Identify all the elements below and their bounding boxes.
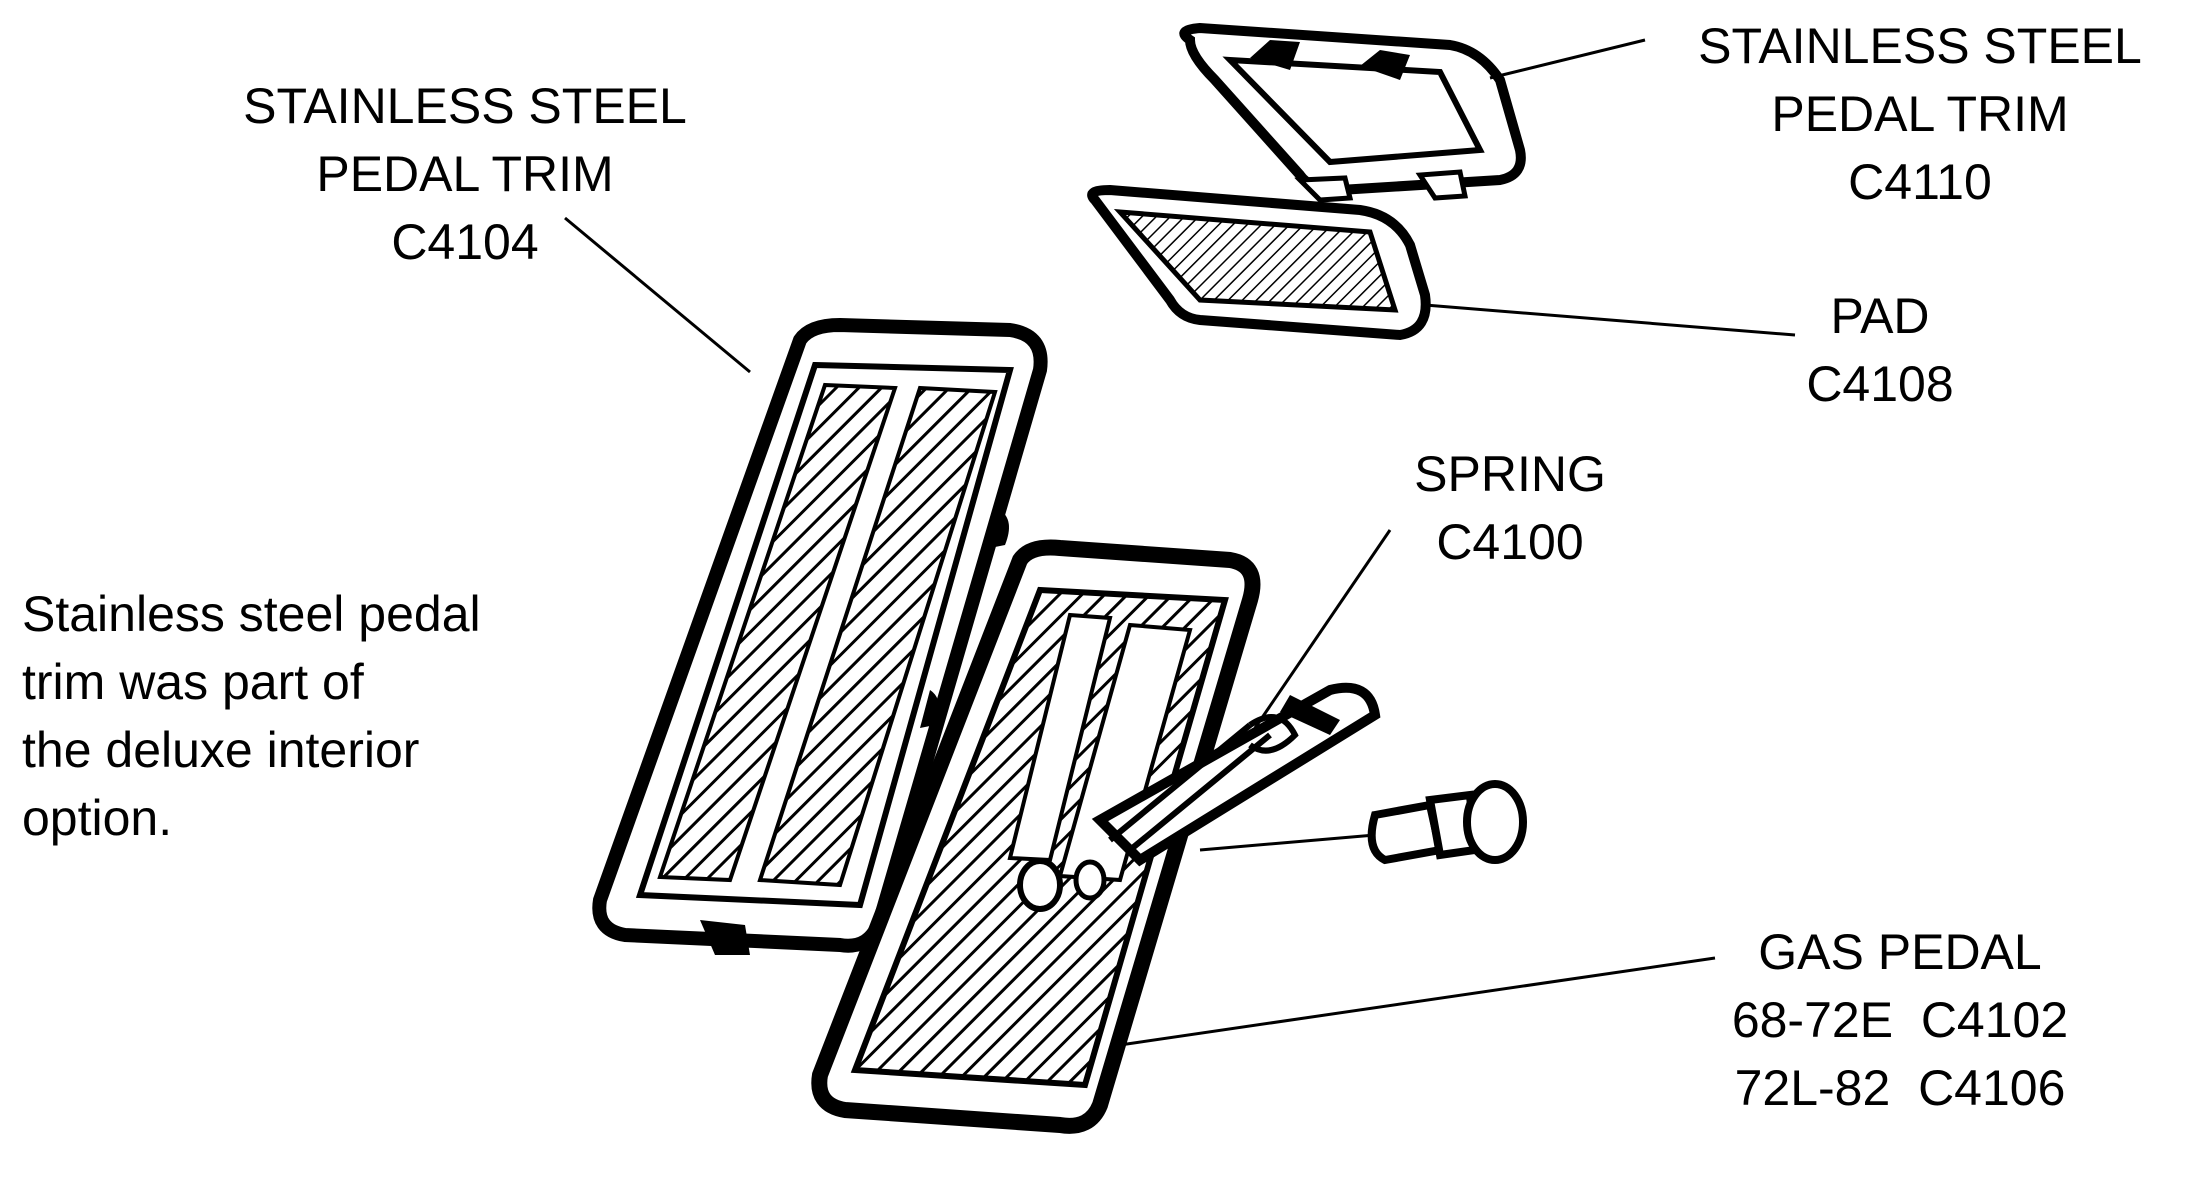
gas-pedal-part xyxy=(811,539,1261,1134)
pedal-stud-part xyxy=(1367,780,1527,865)
leader-gas-pedal xyxy=(1119,956,1716,1047)
label-trim-c4104-line2: PEDAL TRIM xyxy=(316,146,614,202)
label-gas-pedal: GAS PEDAL 68-72E C4102 72L-82 C4106 xyxy=(1700,918,2100,1122)
leader-stud xyxy=(1199,833,1376,852)
label-trim-c4110-line3: C4110 xyxy=(1848,154,1992,210)
label-gas-pedal-line2: 68-72E C4102 xyxy=(1731,992,2069,1048)
label-pad-line1: PAD xyxy=(1830,288,1930,344)
leader-trim-c4104 xyxy=(564,216,751,374)
note-line3: the deluxe interior xyxy=(22,722,420,778)
leader-pad xyxy=(1424,303,1796,337)
label-trim-c4104-line1: STAINLESS STEEL xyxy=(243,78,687,134)
label-trim-c4110-line2: PEDAL TRIM xyxy=(1771,86,2069,142)
note-line1: Stainless steel pedal xyxy=(22,586,481,642)
label-trim-c4110: STAINLESS STEEL PEDAL TRIM C4110 xyxy=(1640,12,2200,216)
label-gas-pedal-line1: GAS PEDAL xyxy=(1758,924,2042,980)
leader-trim-c4110 xyxy=(1489,38,1646,80)
trim-c4104-part xyxy=(592,317,1048,955)
deluxe-interior-note: Stainless steel pedal trim was part of t… xyxy=(22,580,481,852)
note-line2: trim was part of xyxy=(22,654,364,710)
label-gas-pedal-line3: 72L-82 C4106 xyxy=(1734,1060,2066,1116)
label-spring-line1: SPRING xyxy=(1414,446,1606,502)
label-trim-c4110-line1: STAINLESS STEEL xyxy=(1698,18,2142,74)
spring-c4100-part xyxy=(1108,714,1299,853)
note-line4: option. xyxy=(22,790,173,846)
label-spring-line2: C4100 xyxy=(1436,514,1584,570)
leader-lines xyxy=(564,38,1796,1047)
label-pad-line2: C4108 xyxy=(1806,356,1954,412)
label-spring: SPRING C4100 xyxy=(1390,440,1630,576)
label-trim-c4104-line3: C4104 xyxy=(391,214,539,270)
label-pad: PAD C4108 xyxy=(1780,282,1980,418)
trim-c4110-part xyxy=(1179,22,1526,203)
pad-c4108-part xyxy=(1087,184,1431,341)
leader-spring xyxy=(1253,529,1392,729)
label-trim-c4104: STAINLESS STEEL PEDAL TRIM C4104 xyxy=(180,72,750,276)
